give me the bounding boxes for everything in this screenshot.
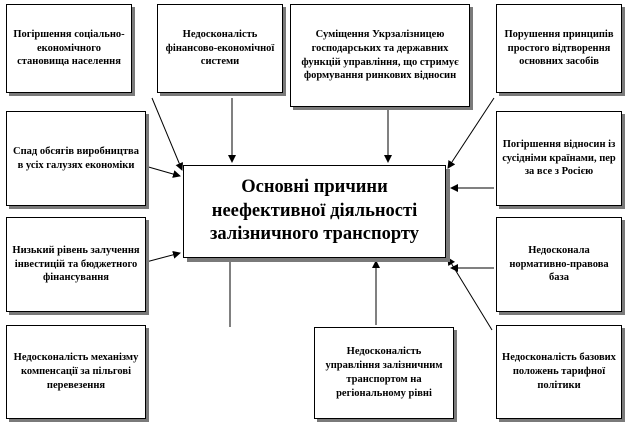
arrow-bottom-right	[447, 257, 493, 331]
cause-box-top-1: Погіршення соціально-економічного станов…	[6, 4, 132, 93]
cause-box-left-3: Недосконалість механізму компенсації за …	[6, 325, 146, 419]
arrow-left-1	[144, 165, 181, 178]
cause-box-bottom-right: Недосконалість базових положень тарифної…	[496, 325, 622, 419]
cause-box-top-3: Суміщення Укрзалізницею господарських та…	[290, 4, 470, 107]
cause-box-left-1: Спад обсягів виробництва в усіх галузях …	[6, 111, 146, 206]
cause-text-right-2: Недосконала нормативно-правова база	[509, 244, 609, 284]
arrow-top-1	[151, 97, 183, 171]
central-title: Основні причини неефективної діяльності …	[209, 176, 420, 245]
cause-box-left-2: Низький рівень залучення інвестицій та б…	[6, 217, 146, 312]
cause-box-bottom-mid: Недосконалість управління залізничним тр…	[314, 327, 454, 419]
cause-text-top-1: Погіршення соціально-економічного станов…	[13, 28, 125, 68]
cause-text-bottom-mid: Недосконалість управління залізничним тр…	[325, 346, 443, 399]
arrow-top-4	[447, 97, 495, 169]
cause-text-right-1: Погіршення відносин із сусідніми країнам…	[502, 138, 616, 178]
cause-box-top-4: Порушення принципів простого відтворення…	[496, 4, 622, 93]
cause-text-top-3: Суміщення Укрзалізницею господарських та…	[301, 28, 459, 82]
cause-text-left-3: Недосконалість механізму компенсації за …	[13, 352, 139, 391]
cause-text-top-2: Недосконалість фінансово-економічної сис…	[165, 28, 275, 68]
cause-box-right-2: Недосконала нормативно-правова база	[496, 217, 622, 312]
cause-text-bottom-right: Недосконалість базових положень тарифної…	[502, 352, 616, 391]
cause-box-right-1: Погіршення відносин із сусідніми країнам…	[496, 111, 622, 206]
cause-box-top-2: Недосконалість фінансово-економічної сис…	[157, 4, 283, 93]
central-box: Основні причини неефективної діяльності …	[183, 165, 446, 258]
cause-text-left-1: Спад обсягів виробництва в усіх галузях …	[13, 145, 139, 171]
arrow-left-2	[145, 250, 181, 263]
cause-text-left-2: Низький рівень залучення інвестицій та б…	[12, 244, 140, 284]
cause-text-top-4: Порушення принципів простого відтворення…	[504, 28, 614, 68]
